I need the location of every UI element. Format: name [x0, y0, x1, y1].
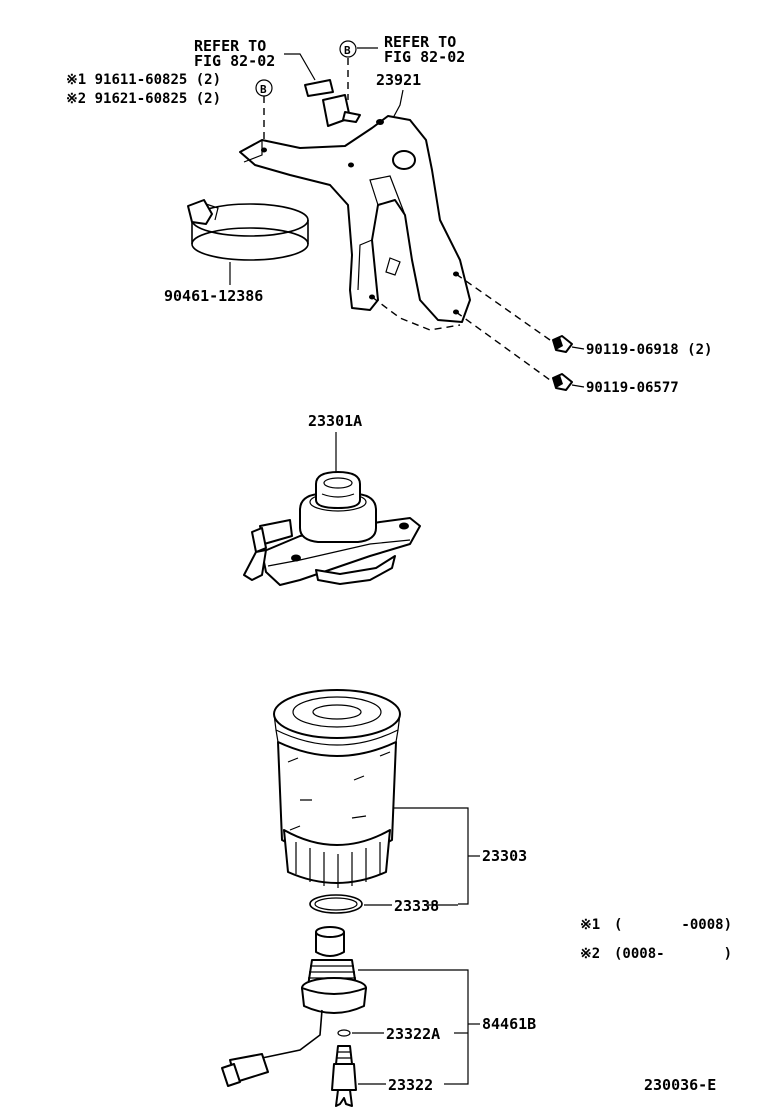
refer-left-leader — [284, 53, 316, 81]
refer-left-line1: REFER TO — [194, 37, 266, 55]
small-o-ring — [337, 1029, 351, 1037]
refer-right-line2: FIG 82-02 — [384, 48, 465, 66]
bracket-label: 23921 — [376, 71, 421, 89]
element-label: 23303 — [482, 847, 527, 865]
note2-mark: ※2 — [580, 946, 600, 962]
drain-bracket — [358, 969, 469, 1085]
refer-right-line1: REFER TO — [384, 33, 456, 51]
b-marker-top: B — [339, 40, 357, 58]
bolt-a-label: 90119-06918 (2) — [586, 342, 712, 358]
svg-text:B: B — [344, 44, 351, 57]
bolt-a-dashline-1 — [455, 273, 551, 341]
bolt-b-leader — [571, 384, 585, 388]
bolt-a-leader — [571, 346, 585, 350]
sensor-label: 23322 — [388, 1076, 433, 1094]
drain-label: 84461B — [482, 1015, 536, 1033]
figure-id: 230036-E — [644, 1076, 716, 1094]
bolt-b-dashline — [455, 311, 551, 381]
o-ring — [309, 894, 363, 914]
note2-range: (0008- ) — [614, 946, 732, 962]
note1-range: ( -0008) — [614, 917, 732, 933]
bolt-b-icon — [552, 373, 573, 391]
svg-text:B: B — [260, 83, 267, 96]
filter-head-label: 23301A — [308, 412, 362, 430]
note1-mark: ※1 — [580, 917, 600, 933]
refer-left-line2: FIG 82-02 — [194, 52, 275, 70]
o-ring-label: 23338 — [394, 897, 439, 915]
filter-element — [273, 689, 401, 888]
bolt-alt2-label: ※2 91621-60825 (2) — [66, 91, 221, 107]
refer-clip — [304, 79, 334, 97]
filter-head — [243, 471, 421, 586]
bolt-b-label: 90119-06577 — [586, 380, 679, 396]
drain-plug-assembly — [221, 926, 367, 1087]
o-ring-inner — [314, 897, 358, 911]
band-label: 90461-12386 — [164, 287, 263, 305]
bolt-a-icon — [552, 335, 573, 353]
element-bracket — [394, 807, 469, 905]
bracket-23921 — [239, 115, 471, 323]
b-marker-left: B — [255, 79, 273, 97]
band-clamp — [187, 199, 309, 261]
bracket-leader — [392, 89, 404, 119]
bolt-alt1-label: ※1 91611-60825 (2) — [66, 72, 221, 88]
small-plate-tab — [342, 111, 361, 123]
bolt-a-dashline-2 — [371, 296, 461, 331]
sensor — [331, 1045, 357, 1107]
small-o-ring-label: 23322A — [386, 1025, 440, 1043]
